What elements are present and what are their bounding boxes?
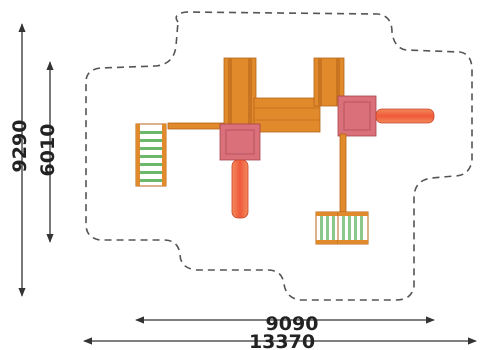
play-structure [135,57,435,245]
left-ladder [135,123,167,187]
safety-zone-boundary [85,11,473,301]
right-slide [375,108,435,124]
left-slide [231,159,249,219]
left-beam [167,122,227,130]
bridge-deck [253,97,321,133]
bottom-ladders [315,211,369,245]
inner-width-label: 9090 [266,313,319,335]
right-down-beam [339,133,347,215]
inner-height-label: 6010 [37,124,59,177]
outer-height-label: 9290 [9,120,31,173]
outer-width-label: 13370 [249,331,315,350]
